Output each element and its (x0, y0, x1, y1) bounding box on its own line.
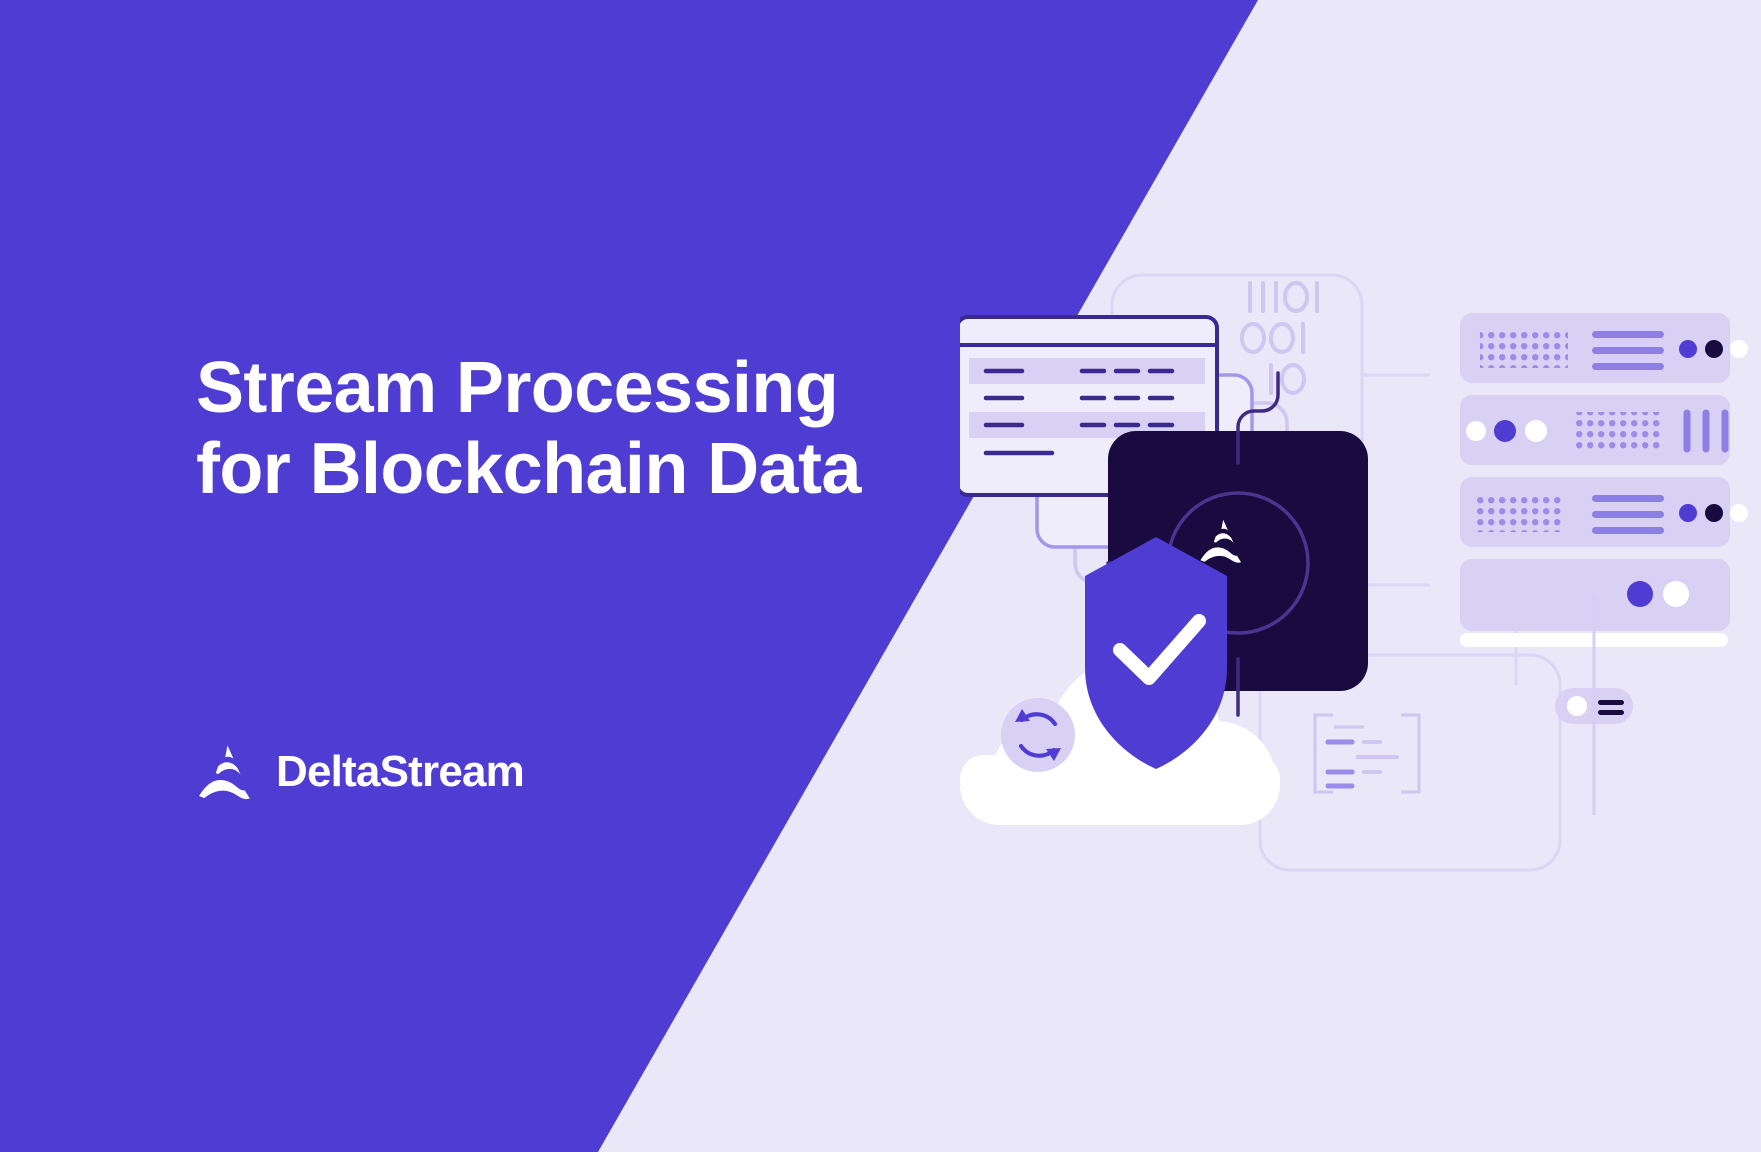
page-title: Stream Processing for Blockchain Data (196, 348, 861, 510)
brand-wordmark: DeltaStream (276, 747, 525, 796)
chip-deltastream-icon (1200, 519, 1242, 563)
server-rack (1460, 313, 1748, 647)
binary-motif (1240, 281, 1319, 395)
security-shield (1085, 537, 1227, 769)
checkmark-icon (1113, 614, 1206, 685)
data-table (969, 358, 1205, 456)
brand-logo-lockup: DeltaStream (196, 742, 525, 802)
server-unit-2 (1460, 395, 1730, 465)
server-unit-1 (1460, 313, 1748, 383)
sync-icon (1001, 698, 1075, 772)
deltastream-logo-icon (196, 742, 254, 802)
code-document-lines (1325, 739, 1399, 789)
server-unit-3 (1460, 477, 1748, 547)
hero-illustration (960, 255, 1750, 895)
code-document (1313, 713, 1421, 794)
